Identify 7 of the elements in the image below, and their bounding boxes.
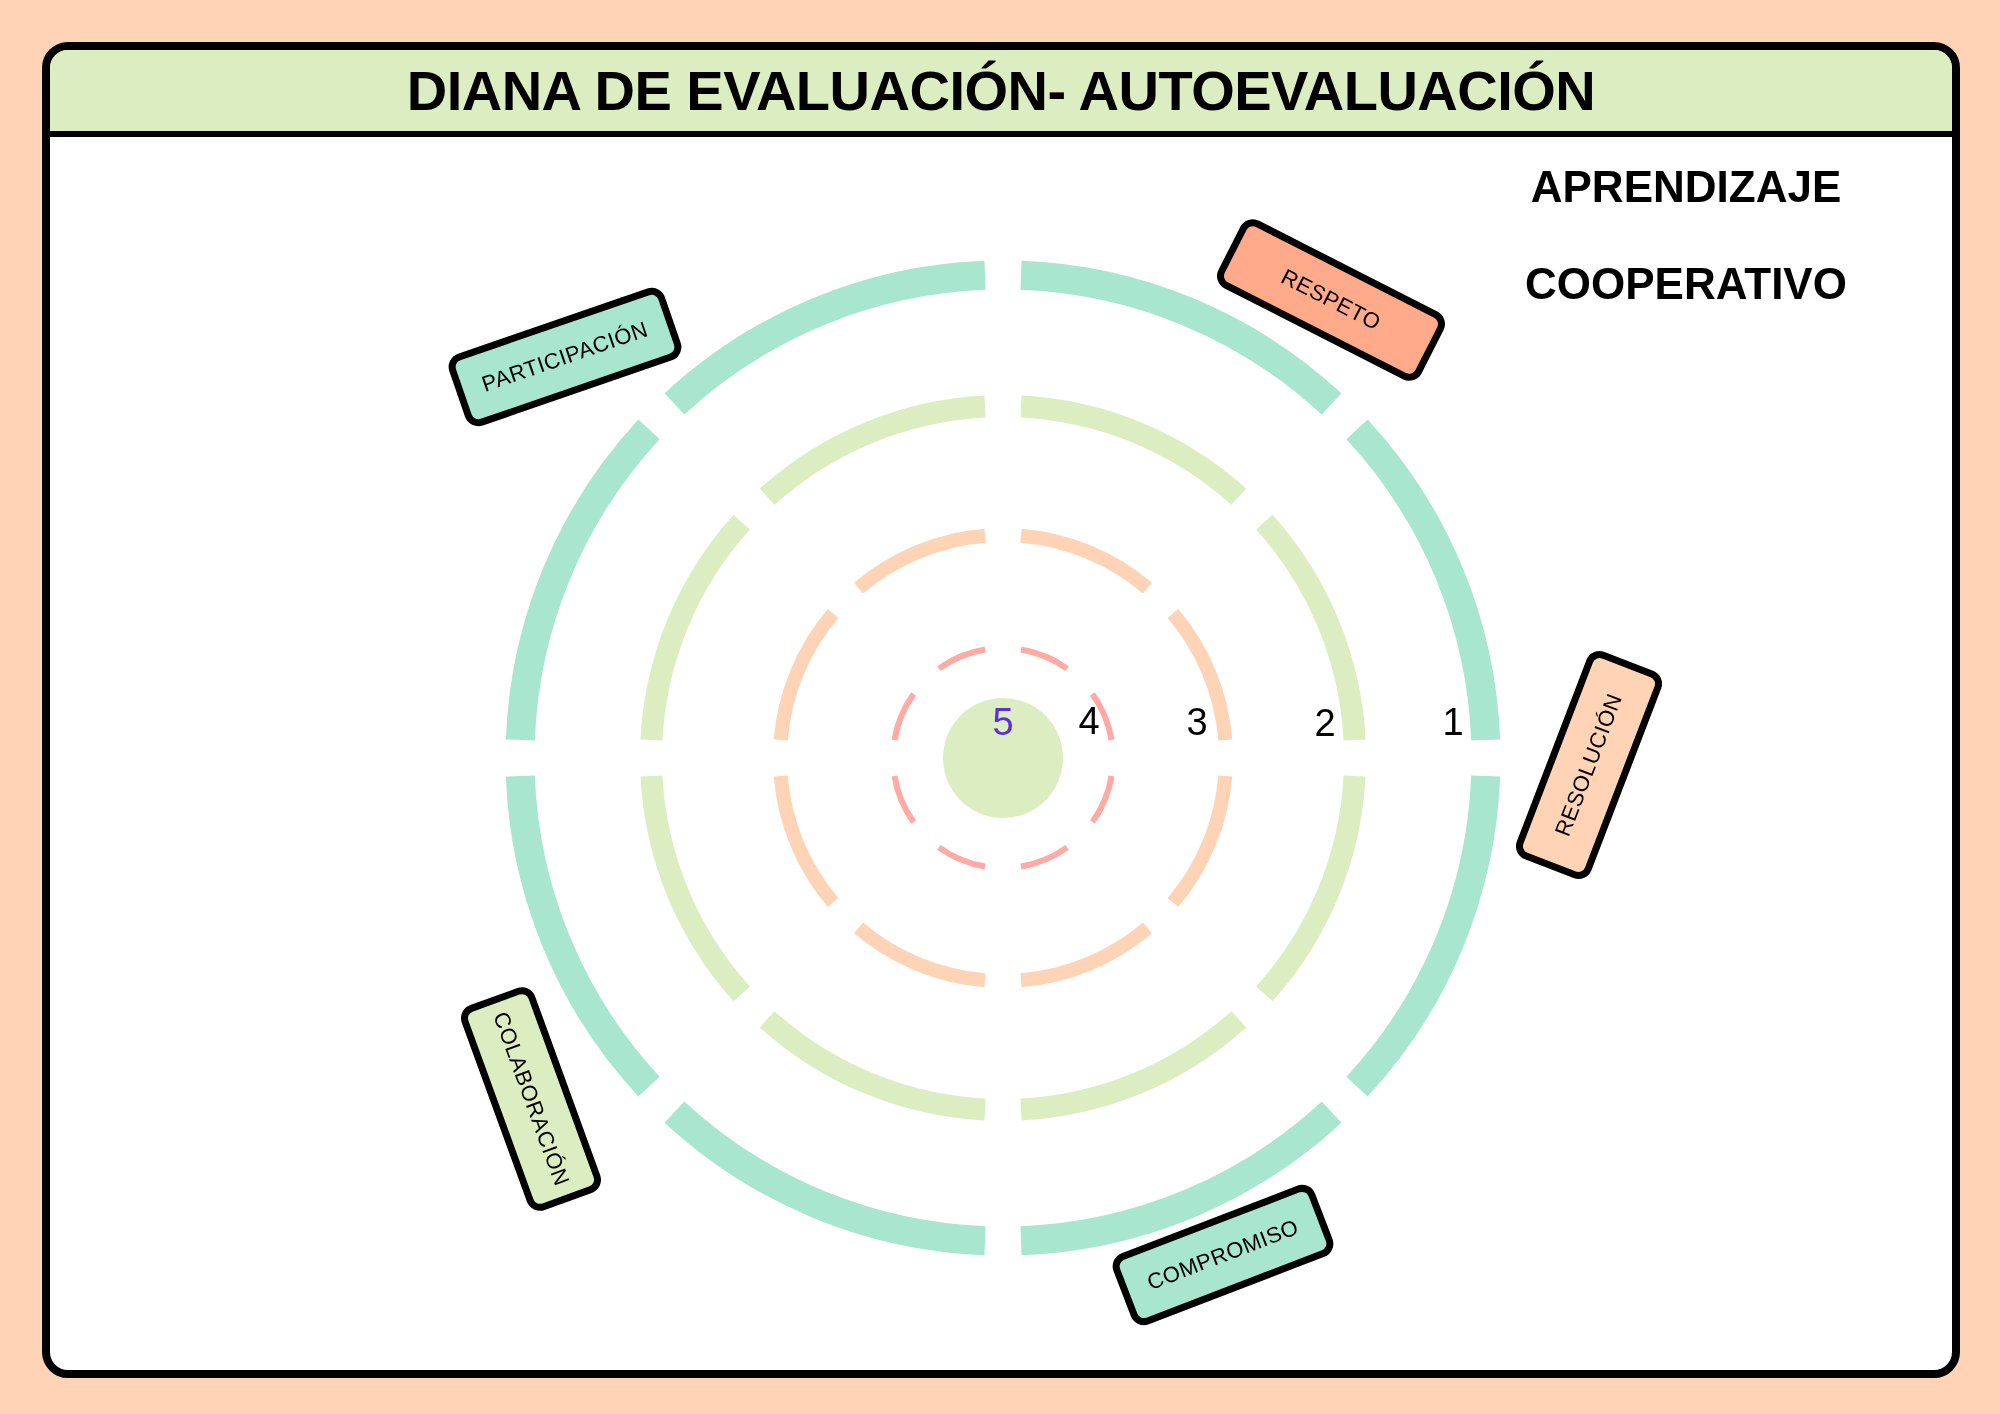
score-number: 2 (1314, 704, 1336, 742)
score-number: 3 (1186, 703, 1208, 741)
title: DIANA DE EVALUACIÓN- AUTOEVALUACIÓN (406, 62, 1596, 119)
score-number: 1 (1442, 703, 1464, 741)
score-number: 4 (1078, 702, 1100, 740)
score-number: 5 (992, 703, 1014, 741)
subtitle: APRENDIZAJE COOPERATIVO (1524, 161, 1848, 310)
